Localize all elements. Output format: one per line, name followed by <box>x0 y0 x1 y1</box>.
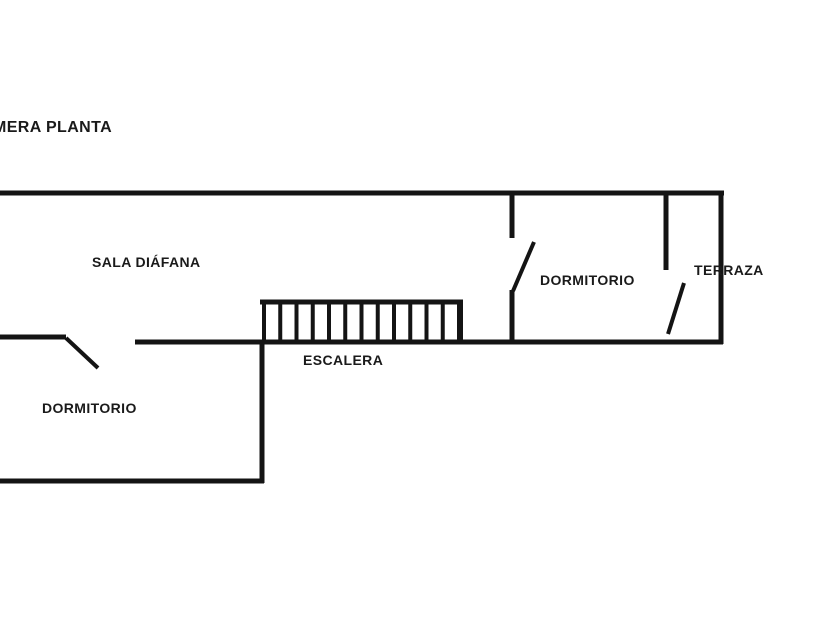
room-label-escalera: ESCALERA <box>303 352 384 368</box>
door-swing-terraza <box>666 282 686 335</box>
room-label-dormitorio-bottom: DORMITORIO <box>42 400 137 416</box>
room-label-dormitorio-top: DORMITORIO <box>540 272 635 288</box>
page-title: MERA PLANTA <box>0 119 113 136</box>
room-label-terraza: TERRAZA <box>694 262 764 278</box>
stair-treads <box>262 304 461 340</box>
door-swing-dormitorio-bottom <box>64 336 100 370</box>
door-swing-dormitorio-top <box>511 241 536 292</box>
room-label-sala-diafana: SALA DIÁFANA <box>92 254 201 270</box>
